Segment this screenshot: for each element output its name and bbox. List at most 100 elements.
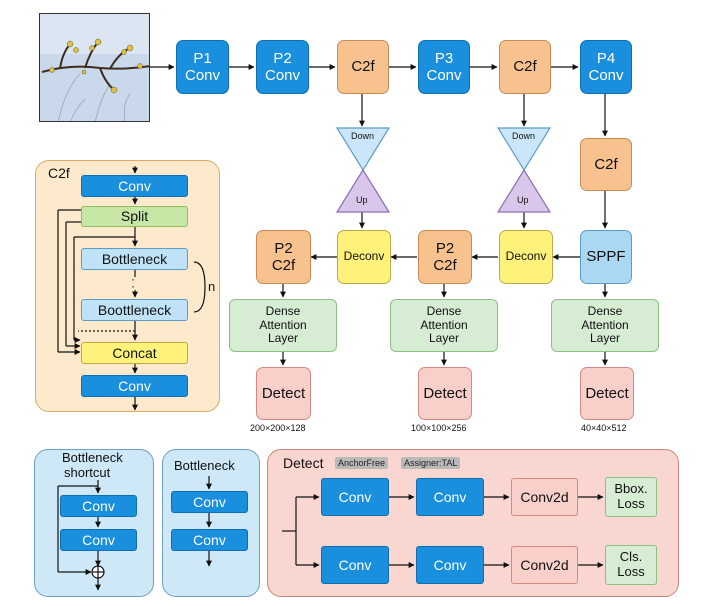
c2f-block-2: C2f bbox=[499, 40, 551, 94]
size-label-1: 200×200×128 bbox=[250, 423, 306, 433]
bp-conv-1-label: Conv bbox=[193, 493, 226, 510]
bs-conv-1: Conv bbox=[60, 495, 137, 517]
conv2d-1: Conv2d bbox=[511, 478, 578, 516]
detect-conv-2b-label: Conv bbox=[433, 556, 467, 573]
attention-line-1a: Dense bbox=[265, 303, 301, 318]
ellipsis-dot-1: · bbox=[131, 272, 135, 286]
p2-conv-block: P2 Conv bbox=[256, 40, 309, 94]
p1-conv-block: P1 Conv bbox=[176, 40, 229, 94]
dense-attention-layer-3: Dense Attention Layer bbox=[551, 299, 659, 352]
p2-c2f-block-2: P2 C2f bbox=[418, 230, 472, 284]
conv2d-2-label: Conv2d bbox=[520, 556, 569, 573]
p1-label: P1 bbox=[193, 49, 212, 67]
p2-c2f-label-2a: P2 bbox=[435, 239, 455, 257]
c2f-block-1: C2f bbox=[337, 40, 389, 94]
deconv-block-2: Deconv bbox=[499, 230, 553, 284]
sppf-block: SPPF bbox=[580, 230, 632, 284]
bottleneck-block: Bottleneck bbox=[81, 248, 188, 270]
c2f-conv-top-label: Conv bbox=[118, 177, 151, 194]
p4-conv-block: P4 Conv bbox=[580, 40, 632, 94]
split-label: Split bbox=[120, 208, 149, 225]
down-label-1: Down bbox=[351, 131, 375, 141]
size-label-2: 100×100×256 bbox=[411, 423, 467, 433]
attention-line-3c: Layer bbox=[589, 331, 621, 346]
down-triangle-2 bbox=[496, 127, 552, 172]
attention-line-1c: Layer bbox=[267, 331, 299, 346]
split-block: Split bbox=[81, 206, 188, 227]
repeat-n-label: n bbox=[208, 279, 216, 294]
detect-conv-1a-label: Conv bbox=[338, 488, 372, 505]
up-triangle-1 bbox=[335, 168, 391, 213]
attention-line-3b: Attention bbox=[581, 317, 629, 332]
cls-loss-block: Cls. Loss bbox=[605, 545, 657, 585]
bs-conv-2-label: Conv bbox=[82, 531, 115, 548]
p2-label: P2 bbox=[273, 49, 292, 67]
attention-line-2a: Dense bbox=[426, 303, 462, 318]
bottleneck-label: Bottleneck bbox=[101, 250, 168, 267]
conv2d-1-label: Conv2d bbox=[520, 488, 569, 505]
input-image bbox=[39, 13, 150, 122]
bottleneck-shortcut-title-1: Bottleneck bbox=[62, 450, 123, 465]
p3-conv-block: P3 Conv bbox=[418, 40, 470, 94]
detect-conv-1a: Conv bbox=[321, 478, 389, 516]
bs-conv-1-label: Conv bbox=[82, 497, 115, 514]
bp-conv-2: Conv bbox=[171, 529, 248, 551]
bottleneck-shortcut-title-2: shortcut bbox=[64, 465, 111, 480]
deconv-label-2: Deconv bbox=[505, 249, 547, 264]
bottleneck-panel-title: Bottleneck bbox=[174, 458, 235, 473]
concat-block: Concat bbox=[81, 342, 188, 364]
attention-line-3a: Dense bbox=[587, 303, 623, 318]
p3-label: P3 bbox=[434, 49, 454, 67]
cls-loss-label-1: Cls. bbox=[619, 549, 643, 565]
size-label-3: 40×40×512 bbox=[581, 423, 627, 433]
bp-conv-1: Conv bbox=[171, 491, 248, 513]
attention-line-2b: Attention bbox=[420, 317, 468, 332]
boottleneck-block: Boottleneck bbox=[81, 299, 188, 321]
p1-conv-label: Conv bbox=[184, 67, 221, 84]
c2f-label-2: C2f bbox=[513, 58, 537, 76]
ellipsis-dot-2: · bbox=[131, 279, 135, 293]
up-label-1: Up bbox=[356, 195, 368, 205]
c2f-label-3: C2f bbox=[594, 155, 618, 173]
detect-block-1: Detect bbox=[256, 367, 311, 420]
detect-panel-title: Detect bbox=[283, 455, 324, 471]
c2f-conv-bottom: Conv bbox=[81, 375, 188, 397]
detect-conv-2a: Conv bbox=[321, 546, 389, 584]
up-triangle-2 bbox=[496, 168, 552, 213]
attention-line-2c: Layer bbox=[428, 331, 460, 346]
attention-line-1b: Attention bbox=[259, 317, 307, 332]
bbox-loss-label-1: Bbox. bbox=[614, 481, 648, 497]
down-label-2: Down bbox=[512, 131, 536, 141]
concat-label: Concat bbox=[112, 344, 157, 361]
detect-conv-1b: Conv bbox=[416, 478, 484, 516]
hourglass-1 bbox=[335, 127, 391, 213]
p3-conv-label: Conv bbox=[426, 67, 462, 84]
down-triangle-1 bbox=[335, 127, 391, 172]
boottleneck-label: Boottleneck bbox=[97, 301, 172, 318]
cls-loss-label-2: Loss bbox=[617, 564, 645, 579]
detect-label-2: Detect bbox=[423, 384, 467, 402]
detect-conv-2b: Conv bbox=[416, 546, 484, 584]
p2-conv-label: Conv bbox=[264, 67, 301, 84]
deconv-block-1: Deconv bbox=[337, 230, 391, 284]
bs-conv-2: Conv bbox=[60, 529, 137, 551]
sppf-label: SPPF bbox=[586, 248, 626, 266]
detect-block-2: Detect bbox=[418, 367, 472, 420]
dense-attention-layer-2: Dense Attention Layer bbox=[390, 299, 498, 352]
up-label-2: Up bbox=[517, 195, 529, 205]
detect-label-1: Detect bbox=[261, 384, 306, 402]
p4-conv-label: Conv bbox=[588, 67, 624, 84]
c2f-conv-top: Conv bbox=[81, 175, 188, 197]
assigner-tal-tag: Assigner:TAL bbox=[401, 457, 461, 469]
detect-conv-1b-label: Conv bbox=[433, 488, 467, 505]
anchorfree-tag: AnchorFree bbox=[335, 457, 389, 469]
detect-conv-2a-label: Conv bbox=[338, 556, 372, 573]
dense-attention-layer-1: Dense Attention Layer bbox=[229, 299, 337, 352]
c2f-label-1: C2f bbox=[351, 58, 375, 76]
c2f-block-3: C2f bbox=[580, 138, 632, 191]
conv2d-2: Conv2d bbox=[511, 546, 578, 584]
bp-conv-2-label: Conv bbox=[193, 531, 226, 548]
p2-c2f-label-1b: C2f bbox=[271, 257, 296, 274]
bbox-loss-block: Bbox. Loss bbox=[605, 477, 657, 517]
